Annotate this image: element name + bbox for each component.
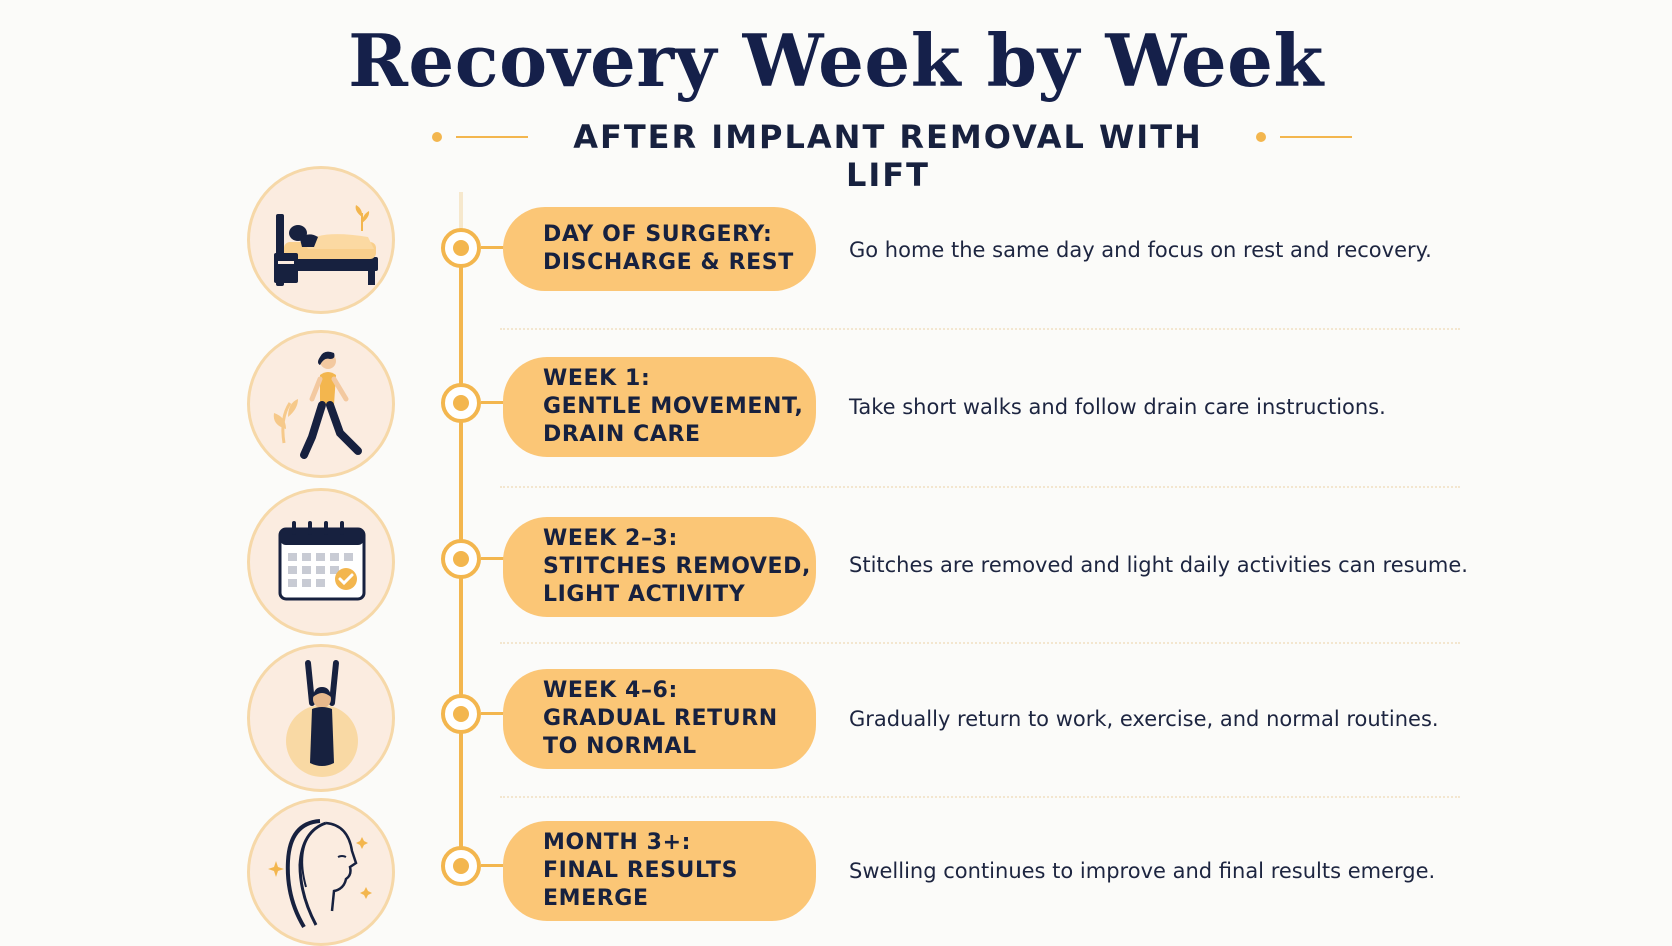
bed-rest-icon: [247, 166, 395, 314]
stretching-woman-icon: [247, 644, 395, 792]
step-description-4: Gradually return to work, exercise, and …: [849, 707, 1439, 731]
step-description-3: Stitches are removed and light daily act…: [849, 553, 1468, 577]
timeline-connector-2: [481, 401, 505, 404]
page-title: Recovery Week by Week: [348, 18, 1324, 103]
timeline-marker-5: [441, 846, 481, 886]
step-pill-4: WEEK 4–6: GRADUAL RETURN TO NORMAL: [503, 669, 816, 769]
subtitle-line-right: [1280, 136, 1352, 138]
step-description-1: Go home the same day and focus on rest a…: [849, 238, 1432, 262]
timeline-connector-4: [481, 712, 505, 715]
timeline-marker-4: [441, 694, 481, 734]
step-pill-5: MONTH 3+: FINAL RESULTS EMERGE: [503, 821, 816, 921]
step-description-5: Swelling continues to improve and final …: [849, 859, 1436, 883]
timeline-connector-3: [481, 557, 505, 560]
step-pill-2: WEEK 1: GENTLE MOVEMENT, DRAIN CARE: [503, 357, 816, 457]
step-divider-4: [500, 796, 1460, 798]
walking-woman-icon: [247, 330, 395, 478]
step-pill-1: DAY OF SURGERY: DISCHARGE & REST: [503, 207, 816, 291]
step-divider-3: [500, 642, 1460, 644]
timeline-connector-1: [481, 246, 505, 249]
timeline-marker-2: [441, 383, 481, 423]
step-divider-2: [500, 486, 1460, 488]
timeline-marker-1: [441, 228, 481, 268]
subtitle-line-left: [456, 136, 528, 138]
step-label-4: WEEK 4–6: GRADUAL RETURN TO NORMAL: [543, 678, 778, 759]
subtitle-dot-left: [432, 132, 442, 142]
step-label-2: WEEK 1: GENTLE MOVEMENT, DRAIN CARE: [543, 366, 804, 447]
subtitle-row: AFTER IMPLANT REMOVAL WITH LIFT: [0, 112, 1672, 194]
step-divider-1: [500, 328, 1460, 330]
timeline-marker-3: [441, 539, 481, 579]
woman-profile-icon: [247, 798, 395, 946]
page-subtitle: AFTER IMPLANT REMOVAL WITH LIFT: [573, 118, 1203, 194]
timeline-connector-5: [481, 864, 505, 867]
step-description-2: Take short walks and follow drain care i…: [849, 395, 1386, 419]
subtitle-dot-right: [1256, 132, 1266, 142]
step-label-1: DAY OF SURGERY: DISCHARGE & REST: [543, 222, 794, 275]
step-label-5: MONTH 3+: FINAL RESULTS EMERGE: [543, 830, 739, 911]
step-label-3: WEEK 2–3: STITCHES REMOVED, LIGHT ACTIVI…: [543, 526, 811, 607]
calendar-check-icon: [247, 488, 395, 636]
timeline-spine: [459, 192, 463, 882]
step-pill-3: WEEK 2–3: STITCHES REMOVED, LIGHT ACTIVI…: [503, 517, 816, 617]
timeline-spine-top: [459, 192, 463, 232]
